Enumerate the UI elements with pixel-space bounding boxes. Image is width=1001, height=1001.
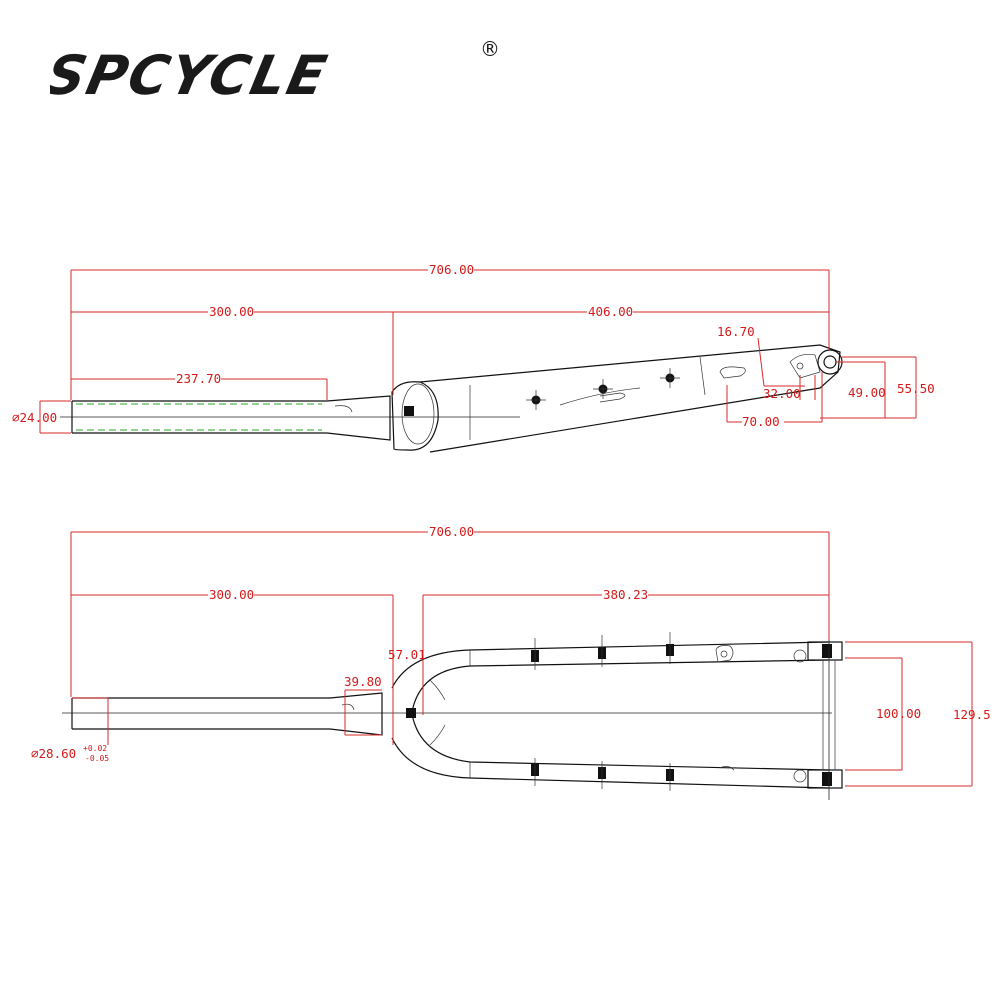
side-rake: 70.00 [742, 414, 780, 429]
front-crown-race: 39.80 [344, 674, 382, 689]
side-dropout-height-large: 55.50 [897, 381, 935, 396]
side-crown [391, 381, 439, 451]
front-blade-length: 380.23 [603, 587, 648, 602]
registered-mark: ® [480, 37, 500, 61]
side-dropout [789, 349, 843, 379]
side-blade-length: 406.00 [588, 304, 633, 319]
front-steerer-tube [62, 692, 832, 736]
side-dropout-height-mid: 49.00 [848, 385, 886, 400]
brand-logo: SPCYCLE ® [50, 32, 520, 112]
front-crown-height: 57.01 [388, 647, 426, 662]
front-dropouts [793, 630, 843, 800]
front-tolerance-upper: +0.02 [83, 744, 107, 753]
side-dropout-height-small: 32.00 [763, 386, 801, 401]
front-overall-width: 129.5 [953, 707, 991, 722]
side-steerer-tube [60, 395, 520, 441]
front-overall-length: 706.00 [429, 524, 474, 539]
front-fork-blades [391, 632, 829, 791]
side-view: 706.00 300.00 406.00 237.70 ∅24.00 16.70 [12, 262, 935, 453]
front-steerer-length: 300.00 [209, 587, 254, 602]
front-steerer-diameter: ∅28.60 [31, 746, 76, 761]
brand-logo-wordmark: SPCYCLE [50, 44, 334, 107]
front-view: 706.00 300.00 380.23 57.01 39.80 ∅28.60 … [31, 524, 991, 800]
side-steerer-diameter: ∅24.00 [12, 410, 57, 425]
front-crown-insert [406, 708, 416, 718]
side-dimensions: 706.00 300.00 406.00 237.70 ∅24.00 16.70 [12, 262, 935, 434]
side-steerer-cut-length: 237.70 [176, 371, 221, 386]
front-axle-width: 100.00 [876, 706, 921, 721]
side-dropout-offset: 16.70 [717, 324, 755, 339]
side-overall-length: 706.00 [429, 262, 474, 277]
front-tolerance-lower: -0.05 [85, 754, 109, 763]
front-dimensions: 706.00 300.00 380.23 57.01 39.80 ∅28.60 … [31, 524, 991, 787]
side-crown-insert [404, 406, 414, 416]
side-steerer-length: 300.00 [209, 304, 254, 319]
brand-logo-graphic: SPCYCLE ® [50, 37, 500, 107]
